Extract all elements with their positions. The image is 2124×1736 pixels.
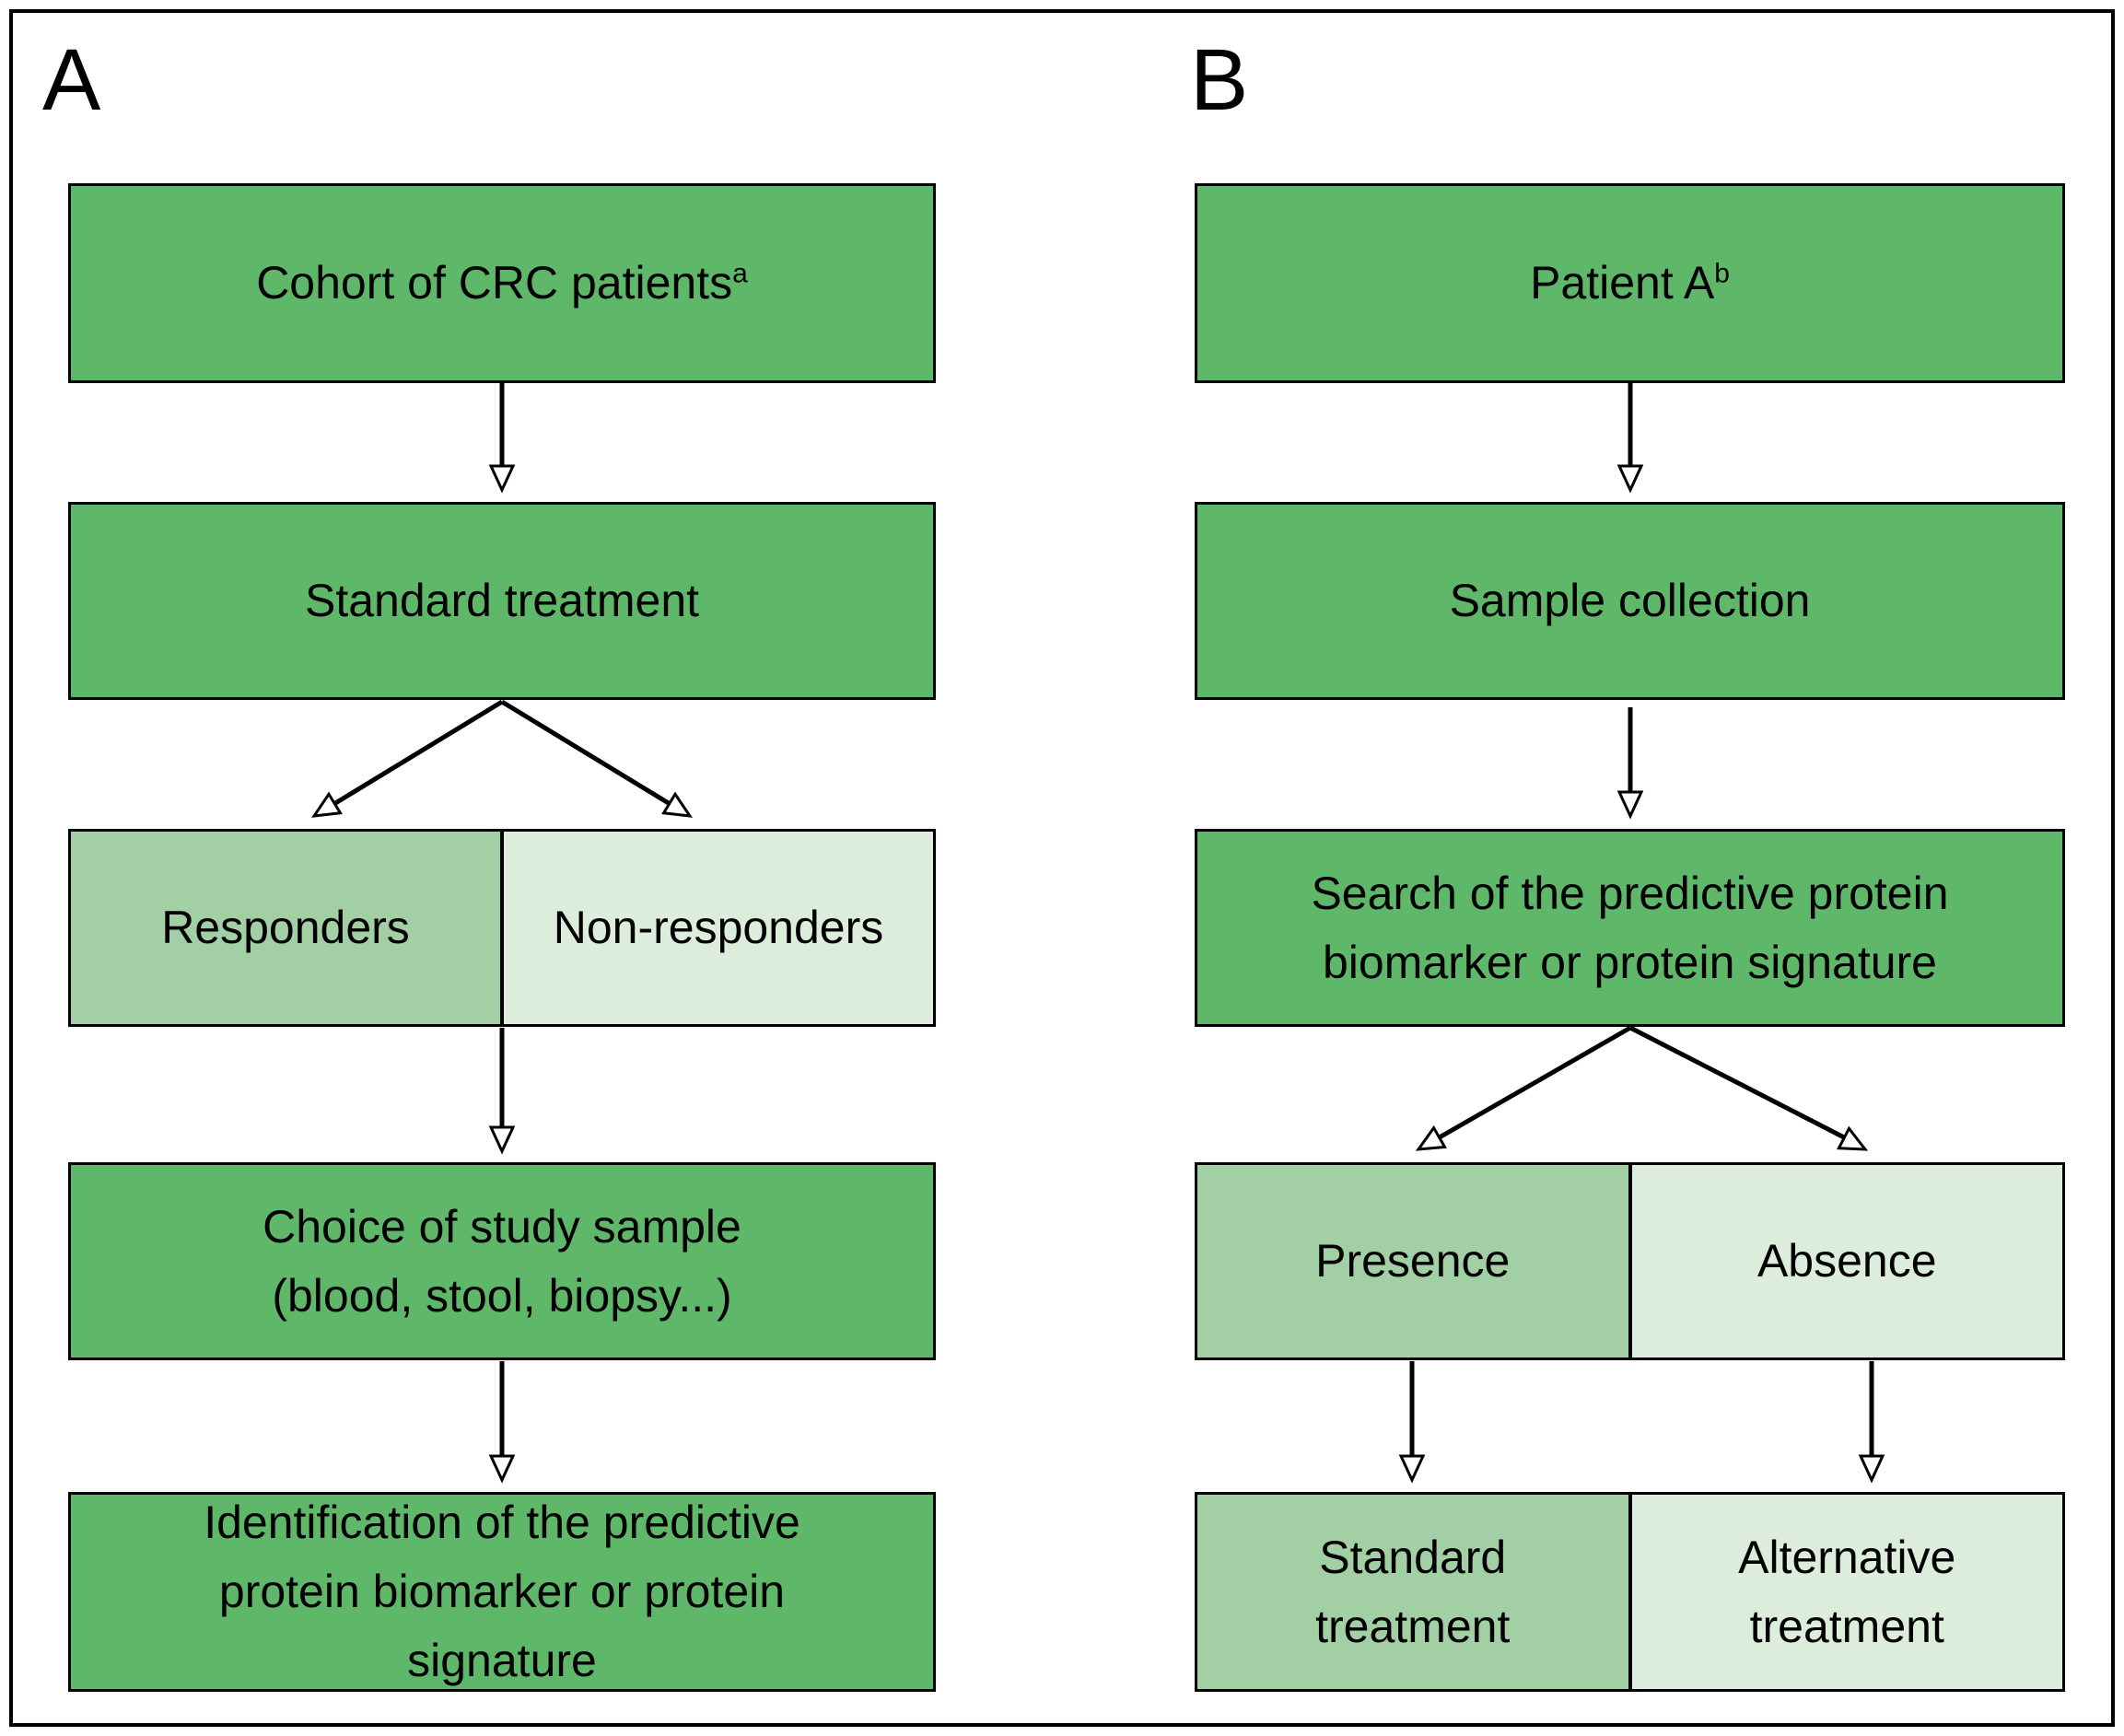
box-label: Choice of study sample (blood, stool, bi…	[263, 1200, 741, 1322]
box-label: Absence	[1756, 1235, 1937, 1287]
box-label: Presence	[1315, 1235, 1511, 1287]
box-non-responders: Non-responders	[504, 832, 933, 1024]
split-box-treatments: Standard treatment Alternative treatment	[1195, 1492, 2065, 1692]
box-choice-of-study-sample: Choice of study sample (blood, stool, bi…	[68, 1162, 936, 1360]
box-patient-a: Patient Ab	[1195, 183, 2065, 383]
box-label: Alternative treatment	[1738, 1531, 1956, 1652]
box-label: Non-responders	[553, 902, 884, 953]
box-label: Identification of the predictive protein…	[204, 1497, 800, 1686]
box-label: Responders	[161, 902, 410, 953]
panel-b-label: B	[1190, 31, 1249, 129]
box-label: Sample collection	[1449, 575, 1811, 626]
box-identification-of-biomarker: Identification of the predictive protein…	[68, 1492, 936, 1692]
panel-a-label: A	[42, 31, 101, 129]
box-responders: Responders	[71, 832, 504, 1024]
footnote-superscript-b: b	[1714, 258, 1730, 289]
box-cohort-of-crc-patients: Cohort of CRC patientsa	[68, 183, 936, 383]
box-standard-treatment-a: Standard treatment	[68, 502, 936, 700]
figure-frame	[9, 9, 2115, 1727]
box-absence: Absence	[1631, 1165, 2062, 1357]
box-label: Search of the predictive protein biomark…	[1311, 867, 1949, 988]
box-label: Patient Ab	[1530, 249, 1730, 318]
box-label-text: Patient A	[1530, 257, 1715, 309]
split-box-presence-absence: Presence Absence	[1195, 1162, 2065, 1360]
box-label: Standard treatment	[304, 575, 700, 626]
box-label-text: Cohort of CRC patients	[256, 257, 733, 309]
box-sample-collection: Sample collection	[1195, 502, 2065, 700]
box-standard-treatment-b: Standard treatment	[1197, 1495, 1632, 1689]
footnote-superscript-a: a	[732, 258, 748, 289]
box-alternative-treatment: Alternative treatment	[1631, 1495, 2062, 1689]
box-label: Standard treatment	[1315, 1531, 1511, 1652]
split-box-responders-non-responders: Responders Non-responders	[68, 829, 936, 1027]
box-search-of-biomarker: Search of the predictive protein biomark…	[1195, 829, 2065, 1027]
box-presence: Presence	[1197, 1165, 1632, 1357]
box-label: Cohort of CRC patientsa	[256, 249, 748, 318]
